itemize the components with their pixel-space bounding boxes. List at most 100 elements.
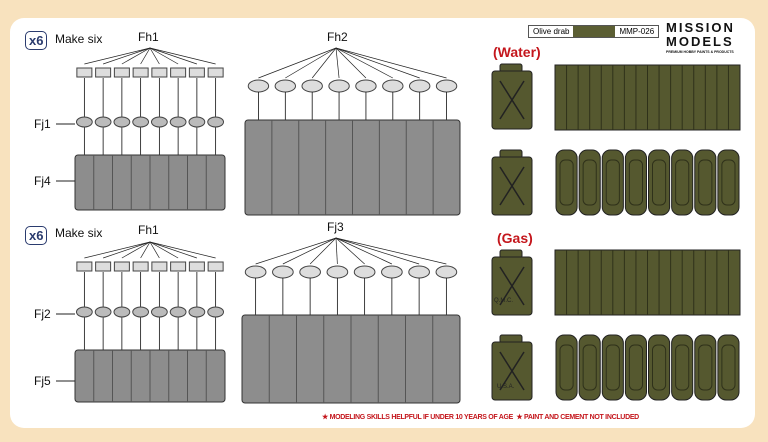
can-top [717,334,740,401]
part-label-fj5: Fj5 [34,374,51,388]
cap-part [355,79,377,93]
can-top [624,334,647,401]
can-top [601,334,624,401]
can-top-detail [605,344,620,391]
color-swatch [573,26,616,37]
can-top [694,149,717,216]
cap-part [274,79,297,93]
leader-line [335,237,393,265]
can-top-detail [721,344,736,391]
handle-part [188,261,205,272]
handle-part [170,261,187,272]
part-label-fh1: Fh1 [138,223,159,237]
top-part [207,306,224,318]
footer-notes: ★ MODELING SKILLS HELPFUL IF UNDER 10 YE… [322,413,639,421]
can-top-detail [605,159,620,206]
cap-part [328,79,350,93]
part-label-fh2: Fh2 [327,30,348,44]
cap-part [382,79,404,93]
part-label-fj3: Fj3 [327,220,344,234]
can-top-detail [675,159,690,206]
can-top [601,149,624,216]
handle-part [113,261,130,272]
top-part [76,116,93,128]
part-label-fj1: Fj1 [34,117,51,131]
leader-line [140,241,151,259]
can-top-detail [698,344,713,391]
leader-line [335,47,340,79]
can-top-detail [652,344,667,391]
variant-label-water: (Water) [493,44,541,60]
cap-part [435,265,458,279]
part-label-fj2: Fj2 [34,307,51,321]
can-top-detail [559,159,574,206]
cap-part [353,265,376,279]
can-top [694,334,717,401]
handle-part [132,261,149,272]
leader-line [335,237,338,265]
can-marking: Q.M.C. [494,298,513,304]
leader-line [140,47,151,65]
leader-line [121,241,151,259]
top-part [188,306,206,318]
leader-line [84,241,151,259]
leader-line [149,47,179,65]
leader-line [335,47,393,79]
cap-part [301,79,323,93]
can-top-detail [559,344,574,391]
cap-part [408,79,431,93]
handle-part [151,67,168,78]
can-top [624,149,647,216]
top-part [151,306,168,318]
handle-part [207,67,224,78]
part-label-fj4: Fj4 [34,174,51,188]
can-top [671,334,694,401]
can-top [717,149,740,216]
color-code: MMP-026 [619,27,655,36]
leader-line [285,47,337,79]
can-x-mark [499,80,525,120]
handle-part [132,67,149,78]
top-part [113,116,131,128]
can-x-mark [499,166,525,206]
top-part [169,116,187,128]
can-top [555,334,578,401]
footer-note-paint: ★ PAINT AND CEMENT NOT INCLUDED [516,414,639,421]
cap-part [247,79,270,93]
step-instruction: Make six [55,226,103,240]
leader-line [311,47,337,79]
step-instruction: Make six [55,32,103,46]
handle-part [188,67,205,78]
leader-line [149,241,197,259]
can-marking: U.S.A. [497,384,515,390]
handle-part [113,67,130,78]
leader-line [335,237,365,265]
can-top-detail [582,159,597,206]
can-top [648,149,671,216]
brand-line2: MODELS [666,34,734,49]
footer-note-age: ★ MODELING SKILLS HELPFUL IF UNDER 10 YE… [322,414,514,421]
can-top-detail [628,344,643,391]
leader-line [149,241,216,259]
handle-part [170,67,187,78]
top-part [76,306,93,318]
leader-line [335,237,420,265]
leader-line [335,47,447,79]
can-top-detail [721,159,736,206]
brand-line1: MISSION [666,20,735,35]
can-top [555,149,578,216]
can-top-detail [652,159,667,206]
cap-part [381,265,403,279]
can-x-mark [499,351,525,391]
handle-part [151,261,168,272]
can-top [648,334,671,401]
leader-line [103,47,151,65]
multiplier-badge: x6 [25,31,48,50]
cap-part [408,265,430,279]
brand-logo: MISSION MODELS PREMIUM HOBBY PAINTS & PR… [666,21,735,55]
cap-part [435,79,458,93]
leader-line [149,47,160,65]
can-top-detail [675,344,690,391]
leader-line [149,241,160,259]
